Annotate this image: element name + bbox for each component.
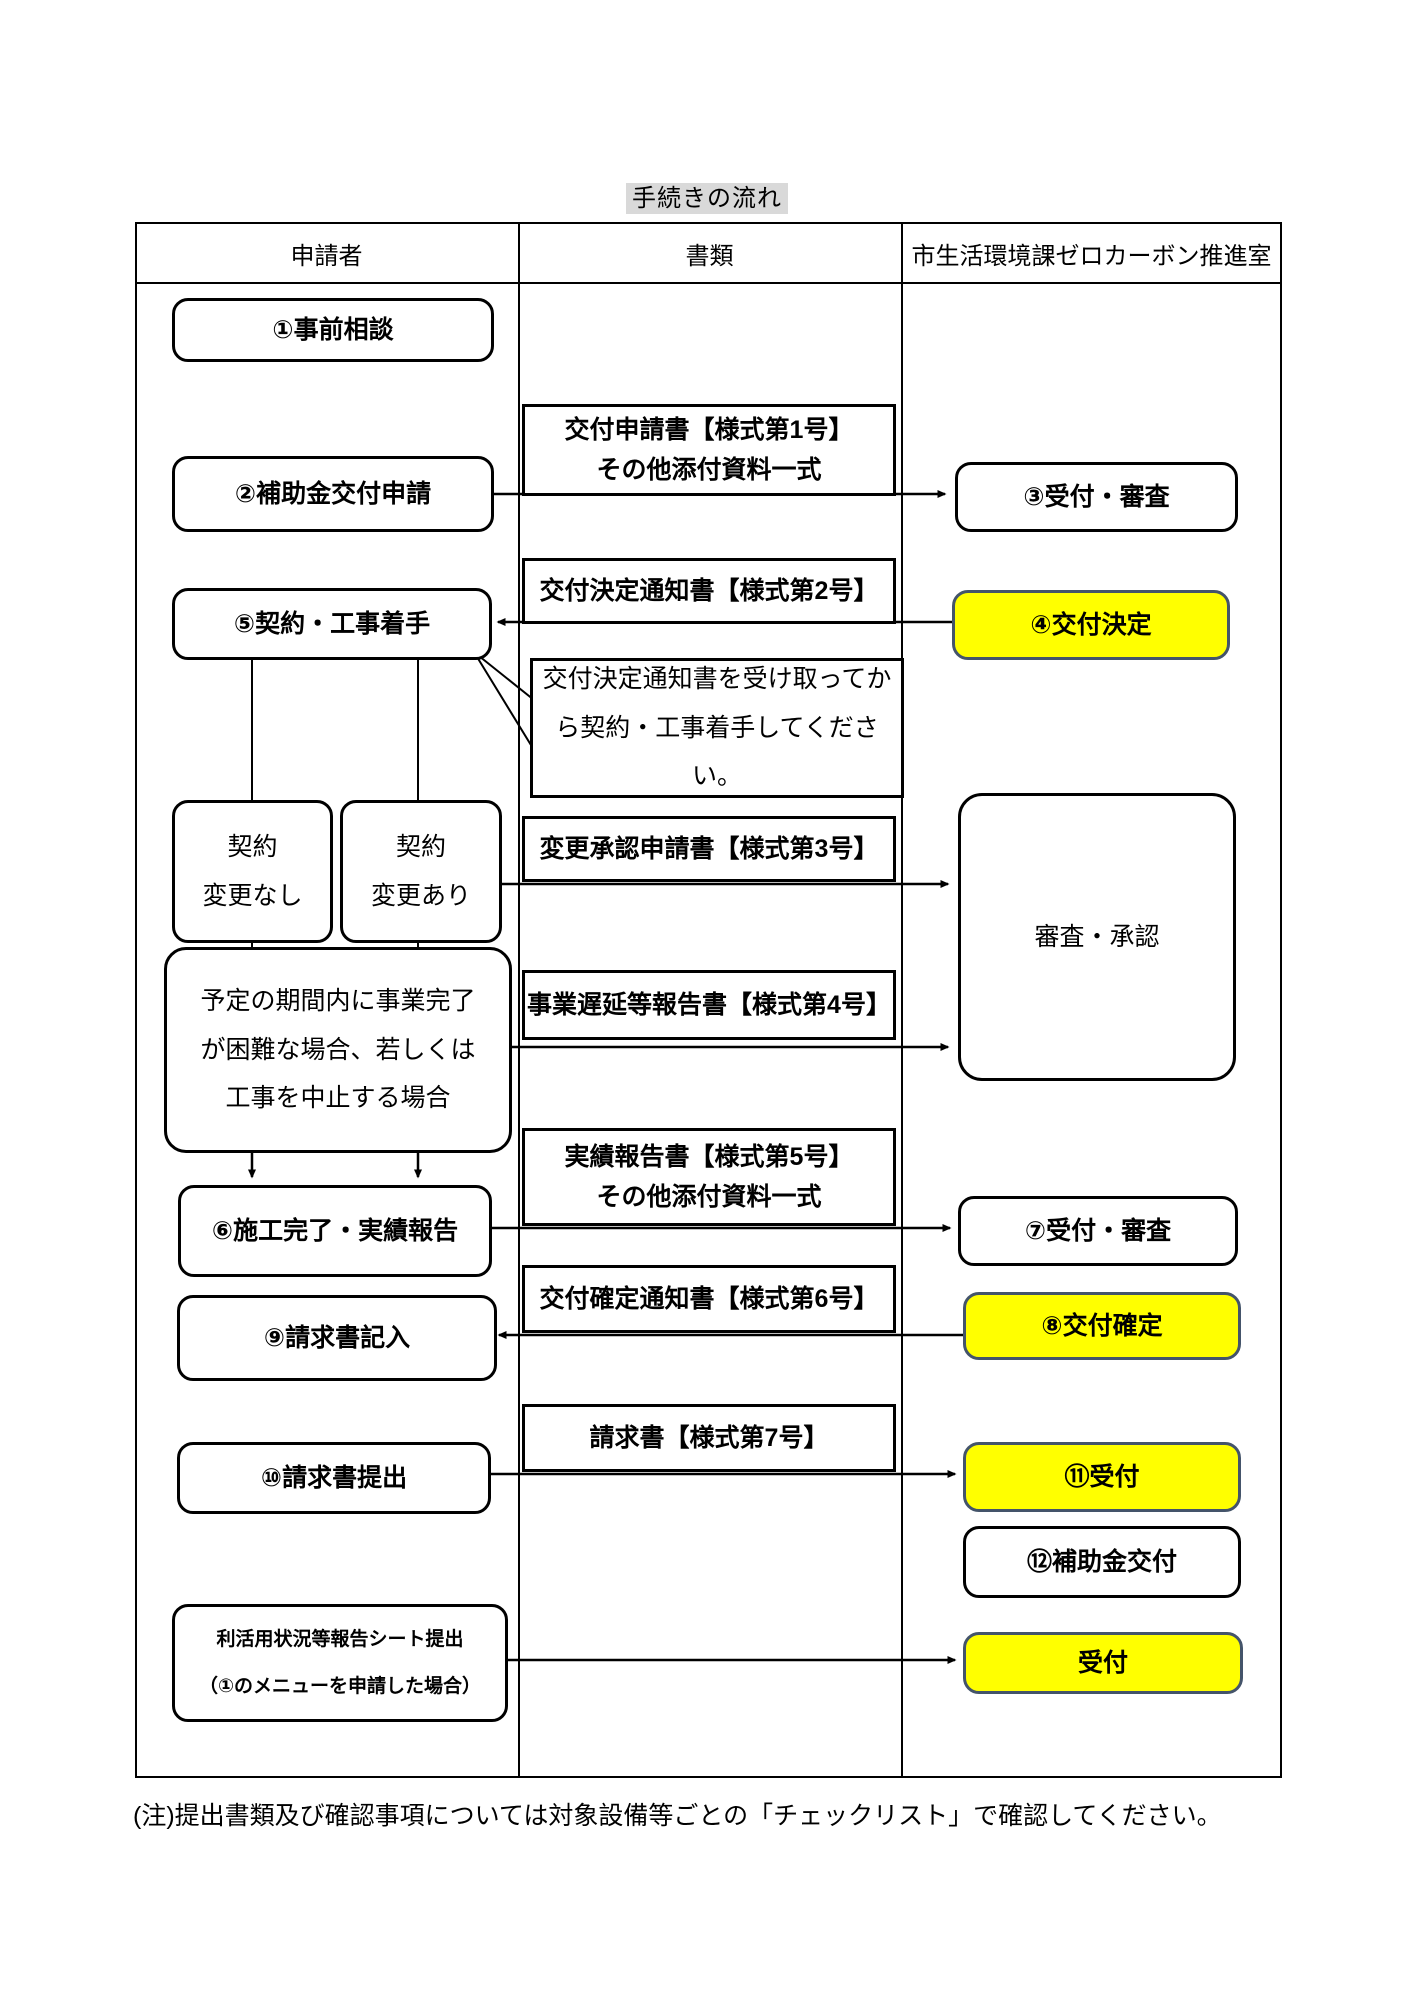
doc-decision-notice-2: 交付決定通知書【様式第2号】 <box>522 558 896 624</box>
doc3-label: 変更承認申請書【様式第3号】 <box>539 835 879 863</box>
step-8-grant-confirmation: ⑧交付確定 <box>963 1292 1241 1360</box>
step-3-reception-review: ③受付・審査 <box>955 462 1238 532</box>
callout-line2: ら契約・工事着手してください。 <box>555 713 879 791</box>
step-5-contract-start: ⑤契約・工事着手 <box>172 588 492 660</box>
report-sheet-line1: 利活用状況等報告シート提出 <box>216 1628 464 1650</box>
header-divider <box>135 282 1282 284</box>
doc-invoice-7: 請求書【様式第7号】 <box>522 1404 896 1472</box>
step-6-completion-report: ⑥施工完了・実績報告 <box>178 1185 492 1277</box>
step-3-label: ③受付・審査 <box>1023 482 1170 511</box>
doc2-label: 交付決定通知書【様式第2号】 <box>539 577 879 605</box>
condition-line1: 予定の期間内に事業完了 <box>200 986 476 1015</box>
header-office: 市生活環境課ゼロカーボン推進室 <box>911 242 1272 270</box>
step-2-label: ②補助金交付申請 <box>234 479 432 508</box>
step-6-label: ⑥施工完了・実績報告 <box>211 1216 459 1245</box>
doc6-label: 交付確定通知書【様式第6号】 <box>539 1285 879 1313</box>
doc5-line2: その他添付資料一式 <box>596 1183 822 1211</box>
condition-line3: 工事を中止する場合 <box>225 1084 451 1113</box>
callout-line1: 交付決定通知書を受け取ってか <box>542 664 892 693</box>
step-1-label: ①事前相談 <box>272 315 394 344</box>
doc1-line1: 交付申請書【様式第1号】 <box>564 416 854 444</box>
doc5-line1: 実績報告書【様式第5号】 <box>564 1143 854 1171</box>
step-10-label: ⑩請求書提出 <box>260 1463 408 1492</box>
column-divider-1 <box>518 222 520 1778</box>
doc-change-approval-3: 変更承認申請書【様式第3号】 <box>522 816 896 882</box>
doc7-label: 請求書【様式第7号】 <box>589 1424 829 1452</box>
step-7-label: ⑦受付・審査 <box>1024 1216 1172 1245</box>
report-sheet-line2: （①のメニューを申請した場合） <box>198 1676 482 1697</box>
reception-final-label: 受付 <box>1077 1648 1128 1677</box>
step-7-reception-review: ⑦受付・審査 <box>958 1196 1238 1266</box>
branch-no-contract-change: 契約 変更なし <box>172 800 333 943</box>
doc-result-report-5: 実績報告書【様式第5号】 その他添付資料一式 <box>522 1128 896 1226</box>
review-approval-box: 審査・承認 <box>958 793 1236 1081</box>
step-12-label: ⑫補助金交付 <box>1026 1547 1177 1576</box>
page-title-row: 手続きの流れ <box>0 178 1414 214</box>
branch-no-change-line1: 契約 <box>227 832 278 861</box>
branch-with-change-line2: 変更あり <box>370 881 471 910</box>
step-12-subsidy-payment: ⑫補助金交付 <box>963 1526 1241 1598</box>
doc4-label: 事業遅延等報告書【様式第4号】 <box>527 991 891 1019</box>
condition-line2: が困難な場合、若しくは <box>200 1035 476 1064</box>
step-8-label: ⑧交付確定 <box>1041 1311 1163 1340</box>
doc-application-form-1: 交付申請書【様式第1号】 その他添付資料一式 <box>522 404 896 496</box>
header-applicant: 申請者 <box>290 242 363 270</box>
step-1-prior-consultation: ①事前相談 <box>172 298 494 362</box>
branch-with-contract-change: 契約 変更あり <box>340 800 502 943</box>
doc-delay-report-4: 事業遅延等報告書【様式第4号】 <box>522 970 896 1040</box>
step-2-subsidy-application: ②補助金交付申請 <box>172 456 494 532</box>
step-9-fill-invoice: ⑨請求書記入 <box>177 1295 497 1381</box>
step-11-label: ⑪受付 <box>1064 1462 1140 1491</box>
column-divider-2 <box>901 222 903 1778</box>
callout-note: 交付決定通知書を受け取ってか ら契約・工事着手してください。 <box>530 658 904 798</box>
step-4-grant-decision: ④交付決定 <box>952 590 1230 660</box>
report-sheet-submission: 利活用状況等報告シート提出 （①のメニューを申請した場合） <box>172 1604 508 1722</box>
table-frame <box>135 222 1282 1778</box>
doc1-line2: その他添付資料一式 <box>596 456 822 484</box>
step-4-label: ④交付決定 <box>1030 610 1152 639</box>
step-11-reception: ⑪受付 <box>963 1442 1241 1512</box>
step-9-label: ⑨請求書記入 <box>263 1323 411 1352</box>
header-documents: 書類 <box>685 242 734 270</box>
branch-no-change-line2: 変更なし <box>202 881 303 910</box>
reception-final: 受付 <box>963 1632 1243 1694</box>
review-approval-label: 審査・承認 <box>1034 922 1160 951</box>
step-5-label: ⑤契約・工事着手 <box>233 609 431 638</box>
page-title: 手続きの流れ <box>626 183 788 214</box>
doc-confirmation-notice-6: 交付確定通知書【様式第6号】 <box>522 1265 896 1333</box>
step-10-submit-invoice: ⑩請求書提出 <box>177 1442 491 1514</box>
footnote: (注)提出書類及び確認事項については対象設備等ごとの「チェックリスト」で確認して… <box>133 1802 1222 1830</box>
branch-with-change-line1: 契約 <box>395 832 446 861</box>
condition-delay-or-cancel: 予定の期間内に事業完了 が困難な場合、若しくは 工事を中止する場合 <box>164 947 512 1153</box>
